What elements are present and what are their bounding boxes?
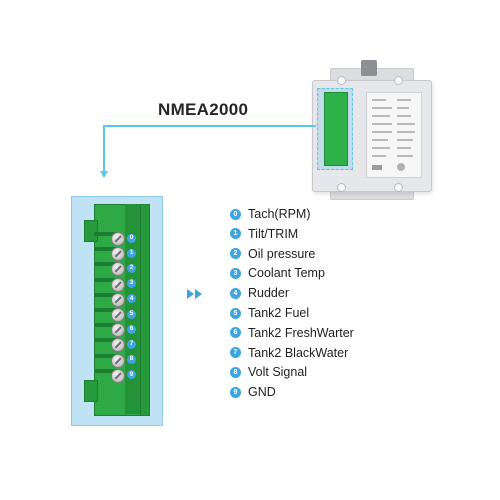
screw-icon [111,323,125,338]
pin-label: Tank2 FreshWarter [248,325,354,340]
screw-icon [111,277,125,292]
pin-item: 3 Coolant Temp [230,265,325,281]
pin-item: 4 Rudder [230,285,289,301]
device-terminal-connector [324,92,348,166]
double-chevron-right-icon [187,289,205,299]
screw-icon [111,232,125,246]
pin-number-badge: 5 [230,307,241,319]
screw-icon [111,368,125,383]
pin-item: 1 Tilt/TRIM [230,226,298,242]
terminal-number-badge: 4 [127,294,136,304]
nmea2000-label: NMEA2000 [158,100,249,119]
pin-label: Oil pressure [248,246,316,261]
mount-hole [337,183,346,192]
device-spec-label [366,92,422,178]
pin-number-badge: 6 [230,327,241,339]
terminal-number-badge: 0 [127,233,136,243]
pin-label: Tach(RPM) [248,207,311,221]
terminal-slot [94,247,118,252]
terminal-number-badge: 8 [127,355,136,365]
mount-hole [337,76,346,85]
screw-icon [111,353,125,368]
terminal-slot [94,308,118,312]
terminal-slot [94,353,118,358]
screw-icon [111,262,125,277]
terminal-slot [94,368,118,373]
terminal-flange-right [140,204,150,416]
terminal-number-badge: 6 [127,324,136,334]
pin-item: 7 Tank2 BlackWater [230,345,348,361]
pin-label: Rudder [248,286,289,301]
screw-icon [111,247,125,262]
pin-number-badge: 3 [230,267,241,279]
pin-label: Volt Signal [248,365,308,380]
pin-item: 9 GND [230,384,276,400]
pin-item: 5 Tank2 Fuel [230,305,309,321]
terminal-slot [94,292,118,297]
pin-number-badge: 7 [230,347,241,359]
terminal-number-badge: 2 [127,263,136,273]
pin-label: Tank2 BlackWater [248,345,349,360]
mount-hole [394,76,403,85]
terminal-slot [94,232,118,236]
terminal-slot [94,338,118,343]
device-cable-plug [361,60,377,76]
callout-line-horizontal [104,125,316,127]
pin-label: Tilt/TRIM [248,226,299,241]
pin-item: 8 Volt Signal [230,364,307,380]
terminal-number-badge: 1 [127,248,136,258]
mount-hole [394,183,403,192]
pin-label: Tank2 Fuel [248,306,310,320]
terminal-number-badge: 7 [127,339,136,349]
pin-number-badge: 2 [230,248,241,260]
pin-label: Coolant Temp [248,266,325,281]
arrow-down-icon [100,171,108,178]
pin-number-badge: 0 [230,208,241,220]
terminal-slot [94,323,118,328]
pin-number-badge: 8 [230,366,241,378]
terminal-number-badge: 9 [127,370,136,380]
terminal-number-badge: 5 [127,309,136,319]
pin-label: GND [248,385,276,400]
terminal-flange-bottom [84,380,98,402]
pin-item: 6 Tank2 FreshWarter [230,325,354,341]
callout-line-vertical [103,125,105,172]
pin-number-badge: 4 [230,287,241,299]
pin-item: 0 Tach(RPM) [230,206,311,222]
screw-icon [111,338,125,353]
terminal-flange-top [84,220,98,242]
terminal-slot [94,277,118,282]
screw-icon [111,308,125,322]
pin-item: 2 Oil pressure [230,246,315,262]
pin-number-badge: 9 [230,386,241,398]
terminal-slot [94,262,118,267]
terminal-number-badge: 3 [127,279,136,289]
screw-icon [111,292,125,307]
pin-number-badge: 1 [230,228,241,240]
